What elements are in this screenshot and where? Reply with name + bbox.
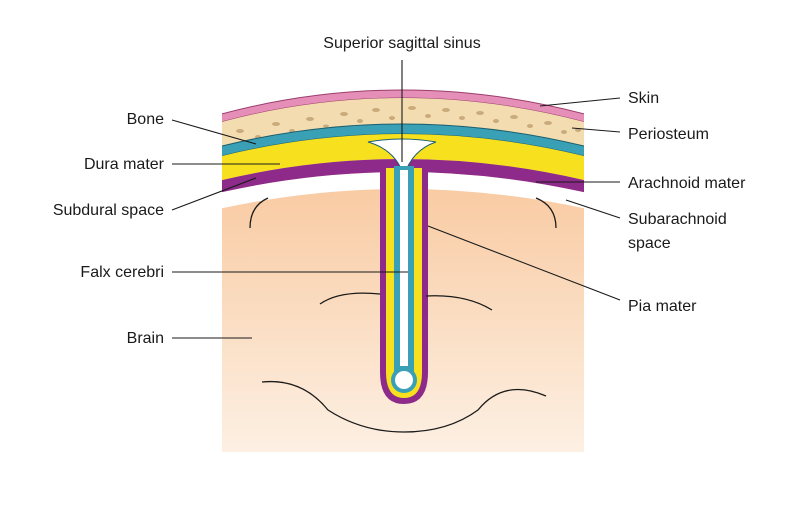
- label-arachnoid-mater: Arachnoid mater: [628, 175, 746, 192]
- leader-lines: [171, 60, 621, 339]
- label-subarachnoid-space-1: Subarachnoid: [628, 211, 727, 228]
- falx-core: [400, 170, 408, 366]
- label-skin: Skin: [628, 90, 659, 107]
- label-periosteum: Periosteum: [628, 126, 709, 143]
- label-dura-mater: Dura mater: [84, 156, 165, 173]
- label-pia-mater: Pia mater: [628, 298, 697, 315]
- subarachnoid-gap: [222, 172, 584, 209]
- label-brain: Brain: [127, 330, 164, 347]
- bone-layer: [222, 98, 584, 147]
- falx-tip-core: [395, 371, 413, 389]
- brain-sulcus-right: [425, 197, 557, 311]
- label-falx-cerebri: Falx cerebri: [80, 264, 164, 281]
- label-superior-sagittal-sinus: Superior sagittal sinus: [323, 35, 480, 52]
- label-subdural-space: Subdural space: [53, 202, 164, 219]
- pia-layer: [222, 159, 584, 193]
- brain-lower-contour: [261, 380, 547, 433]
- label-bone: Bone: [127, 111, 164, 128]
- label-subarachnoid-space-2: space: [628, 235, 671, 252]
- brain-sulcus-left: [249, 197, 381, 305]
